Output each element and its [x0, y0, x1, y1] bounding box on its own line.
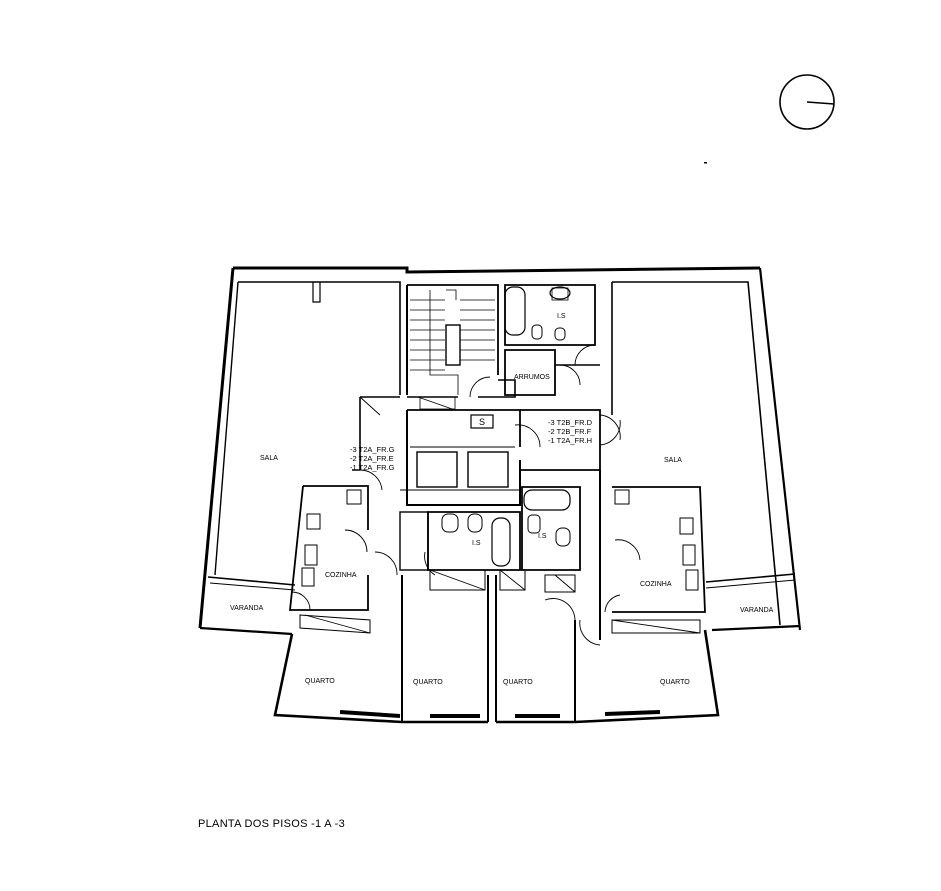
room-label-arrumos: ARRUMOS: [514, 374, 550, 381]
room-label-is-right: I.S: [538, 533, 547, 540]
room-label-cozinha-left: COZINHA: [325, 572, 357, 579]
room-label-quarto-2: QUARTO: [413, 679, 443, 686]
unit-tag-left-1: -3 T2A_FR.G: [350, 445, 395, 454]
plan-walls: [198, 266, 802, 724]
room-label-is-center: I.S: [472, 540, 481, 547]
room-label-varanda-left: VARANDA: [230, 605, 264, 612]
room-label-is-top: I.S: [557, 313, 566, 320]
room-label-quarto-1: QUARTO: [305, 678, 335, 685]
room-label-varanda-right: VARANDA: [740, 607, 774, 614]
stair-mark: S: [479, 417, 485, 427]
room-label-sala-right: SALA: [664, 457, 682, 464]
unit-tag-right-3: -1 T2A_FR.H: [548, 436, 592, 445]
room-label-cozinha-right: COZINHA: [640, 581, 672, 588]
unit-tag-left-2: -2 T2A_FR.E: [350, 454, 394, 463]
unit-tag-right-2: -2 T2B_FR.F: [548, 427, 592, 436]
plan-caption: PLANTA DOS PISOS -1 A -3: [198, 818, 345, 830]
unit-tag-left-3: -1 T2A_FR.G: [350, 463, 395, 472]
room-labels: SALA SALA COZINHA COZINHA VARANDA VARAND…: [230, 313, 774, 686]
door-swings: [291, 344, 701, 646]
room-label-sala-left: SALA: [260, 455, 278, 462]
unit-tags: -3 T2A_FR.G -2 T2A_FR.E -1 T2A_FR.G -3 T…: [350, 418, 593, 472]
unit-tag-right-1: -3 T2B_FR.D: [548, 418, 593, 427]
north-arrow-icon: [704, 74, 835, 164]
room-label-quarto-4: QUARTO: [660, 679, 690, 686]
room-label-quarto-3: QUARTO: [503, 679, 533, 686]
